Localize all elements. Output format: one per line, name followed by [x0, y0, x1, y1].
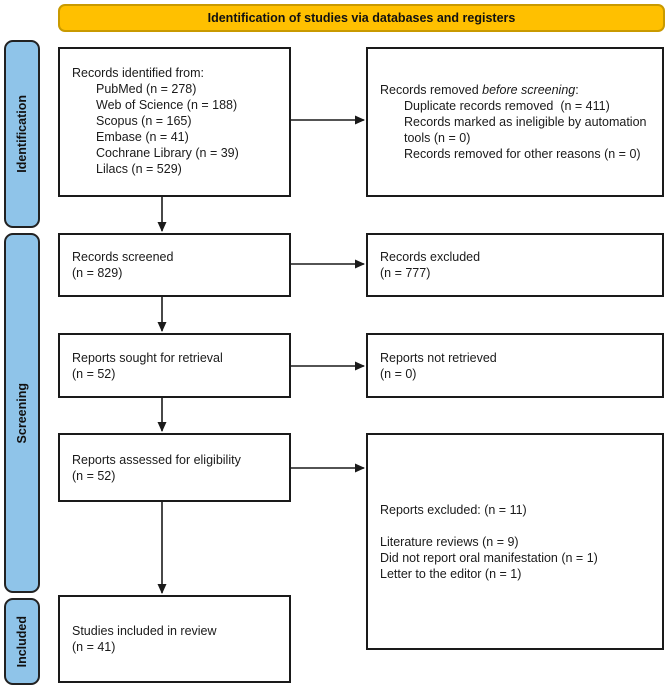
source-embase: Embase (n = 41) — [96, 130, 189, 144]
excluded-no-oral-manifestation: Did not report oral manifestation (n = 1… — [380, 550, 598, 565]
records-screened-count: (n = 829) — [72, 266, 123, 280]
stage-included-label: Included — [15, 615, 29, 668]
box-reports-not-retrieved: Reports not retrieved (n = 0) — [366, 333, 664, 398]
source-pubmed: PubMed (n = 278) — [96, 82, 197, 96]
reports-not-retrieved-label: Reports not retrieved — [380, 350, 497, 365]
studies-included-label: Studies included in review — [72, 624, 217, 638]
box-records-identified: Records identified from: PubMed (n = 278… — [58, 47, 291, 197]
stage-screening-label: Screening — [15, 382, 29, 444]
reports-sought-label: Reports sought for retrieval — [72, 350, 223, 365]
spacer — [380, 518, 654, 534]
records-excluded-count: (n = 777) — [380, 266, 431, 280]
stage-identification-label: Identification — [15, 95, 29, 173]
records-identified-title: Records identified from: — [72, 66, 205, 80]
records-removed-title-italic: before screening — [482, 83, 576, 97]
box-records-screened: Records screened (n = 829) — [58, 233, 291, 297]
box-reports-sought: Reports sought for retrieval (n = 52) — [58, 333, 291, 398]
box-reports-excluded: Reports excluded: (n = 11) Literature re… — [366, 433, 664, 650]
box-reports-assessed: Reports assessed for eligibility (n = 52… — [58, 433, 291, 502]
reports-assessed-label: Reports assessed for eligibility — [72, 452, 241, 467]
reports-assessed-count: (n = 52) — [72, 468, 116, 483]
banner-label: Identification of studies via databases … — [207, 11, 516, 25]
stage-included: Included — [4, 598, 40, 685]
stage-identification: Identification — [4, 40, 40, 228]
source-lilacs: Lilacs (n = 529) — [96, 162, 182, 176]
reports-excluded-title: Reports excluded: (n = 11) — [380, 502, 527, 517]
removed-other-reasons: Records removed for other reasons (n = 0… — [404, 147, 641, 161]
removed-duplicates: Duplicate records removed (n = 411) — [404, 99, 610, 113]
box-records-excluded: Records excluded (n = 777) — [366, 233, 664, 297]
source-cochrane: Cochrane Library (n = 39) — [96, 146, 239, 160]
stage-screening: Screening — [4, 233, 40, 593]
reports-sought-count: (n = 52) — [72, 366, 116, 381]
studies-included-count: (n = 41) — [72, 640, 116, 654]
banner-identification-of-studies: Identification of studies via databases … — [58, 4, 665, 32]
excluded-literature-reviews: Literature reviews (n = 9) — [380, 534, 519, 549]
records-excluded-label: Records excluded — [380, 250, 481, 264]
reports-not-retrieved-count: (n = 0) — [380, 366, 417, 381]
source-web-of-science: Web of Science (n = 188) — [96, 98, 238, 112]
source-scopus: Scopus (n = 165) — [96, 114, 192, 128]
removed-automation: Records marked as ineligible by automati… — [404, 115, 650, 145]
records-screened-label: Records screened — [72, 250, 174, 264]
excluded-letter-to-editor: Letter to the editor (n = 1) — [380, 566, 522, 581]
box-records-removed: Records removed before screening: Duplic… — [366, 47, 664, 197]
box-studies-included: Studies included in review (n = 41) — [58, 595, 291, 683]
records-removed-title: Records removed before screening: — [380, 83, 579, 97]
